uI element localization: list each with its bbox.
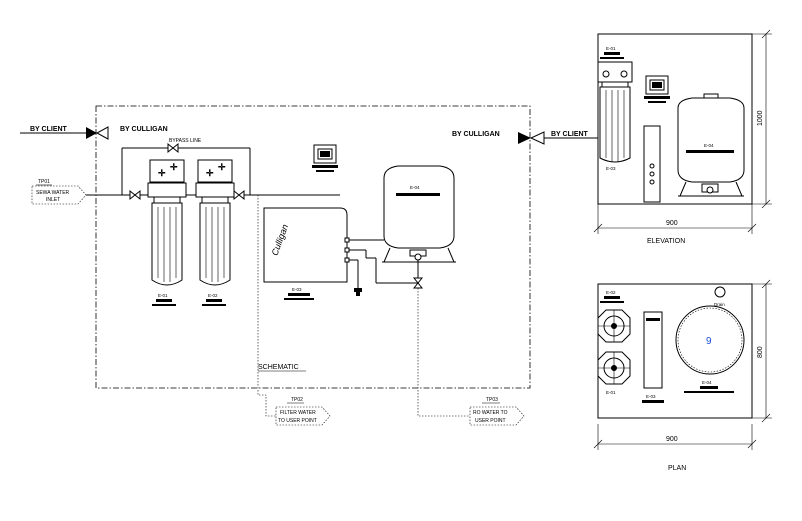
- control-panel: [312, 144, 338, 172]
- left-by-client-label: BY CLIENT: [30, 126, 68, 133]
- ro-point-line2: USER POINT: [475, 418, 506, 424]
- ro-unit: Culligan: [263, 207, 350, 283]
- plan-filter-head-2: [597, 351, 631, 385]
- outlet-valve-icon: [518, 131, 545, 145]
- plan-e01-tag: E-01: [606, 390, 616, 395]
- plan-tank: [675, 305, 745, 375]
- left-by-culligan-label: BY CULLIGAN: [120, 126, 168, 133]
- plan-drain-icon: [714, 286, 726, 298]
- schematic-title: SCHEMATIC: [258, 364, 299, 371]
- svg-text:✛: ✛: [170, 162, 178, 172]
- plan-height-dimension: [752, 279, 772, 423]
- elevation-frame: [597, 33, 753, 205]
- feed-valve-2-icon: [233, 189, 245, 201]
- svg-text:✛: ✛: [206, 168, 214, 178]
- plan-drain-label: Drain: [714, 302, 725, 307]
- inlet-point-callout: [31, 185, 87, 205]
- ro-piping: [349, 239, 418, 296]
- plan-width-value: 900: [666, 436, 678, 443]
- filter-housing-2: ✛ ✛: [195, 159, 235, 286]
- plan-e03-tag: E-03: [646, 394, 656, 399]
- elevation-ro-column: [643, 125, 661, 203]
- elevation-control-panel: [644, 75, 670, 103]
- right-by-culligan-label: BY CULLIGAN: [452, 131, 500, 138]
- right-by-client-label: BY CLIENT: [551, 131, 589, 138]
- filter-water-line: [257, 195, 276, 417]
- ro-water-line: [417, 288, 470, 417]
- tp03-tag: TP03: [486, 397, 498, 403]
- elevation-filter-housing: E-01: [597, 46, 633, 163]
- tp02-tag: TP02: [291, 397, 303, 403]
- inlet-valve-icon: [86, 126, 109, 140]
- plan-frame: [597, 283, 753, 419]
- e01-tag: E-01: [158, 293, 168, 298]
- svg-text:✛: ✛: [158, 168, 166, 178]
- filter-point-line1: FILTER WATER: [280, 410, 316, 416]
- inlet-point-line2: INLET: [46, 197, 60, 203]
- elevation-title: ELEVATION: [647, 238, 685, 245]
- bypass-line-label: BYPASS LINE: [169, 138, 202, 144]
- ro-water-callout: [469, 406, 525, 426]
- elevation-tank: [677, 93, 745, 197]
- filter-point-line2: TO USER POINT: [278, 418, 317, 424]
- filter-housing-1: ✛ ✛: [147, 159, 187, 286]
- plan-e04-tag: E-04: [702, 380, 712, 385]
- ro-point-line1: RO WATER TO: [473, 410, 508, 416]
- elevation-height-dimension: [752, 29, 772, 209]
- feed-valve-1-icon: [129, 189, 141, 201]
- filter-water-callout: [275, 406, 331, 426]
- plan-tank-mark: 9: [706, 336, 712, 347]
- pressure-tank: [382, 165, 456, 263]
- plan-e02-tag: E-02: [606, 290, 616, 295]
- elevation-width-dimension: [593, 204, 757, 234]
- svg-text:✛: ✛: [218, 162, 226, 172]
- elevation-e03-tag: E-03: [606, 166, 616, 171]
- plan-height-value: 800: [757, 346, 764, 358]
- elevation-e04-tag: E-04: [704, 143, 714, 148]
- plan-title: PLAN: [668, 465, 686, 472]
- elevation-width-value: 900: [666, 220, 678, 227]
- bypass-line: [121, 142, 251, 195]
- e04-tag: E-04: [410, 185, 420, 190]
- elevation-e01-tag: E-01: [606, 46, 616, 51]
- plan-ro-column: [643, 311, 663, 389]
- plan-filter-head-1: [597, 309, 631, 343]
- inlet-point-line1: SEWA WATER: [36, 190, 70, 196]
- plan-width-dimension: [593, 424, 757, 450]
- tp01-tag: TP01: [38, 179, 50, 185]
- e03-tag: E-03: [292, 287, 302, 292]
- elevation-height-value: 1000: [757, 110, 764, 126]
- schematic-boundary: [95, 105, 531, 389]
- e02-tag: E-02: [208, 293, 218, 298]
